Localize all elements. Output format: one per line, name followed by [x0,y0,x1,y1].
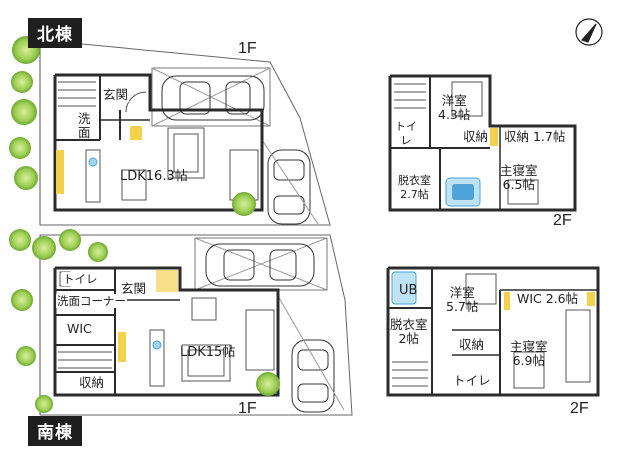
stair-icon [394,83,426,109]
room-shuno: 収納 [78,375,106,390]
stair-icon [58,81,96,107]
room-wic: WIC [66,321,93,336]
stair-icon [58,351,112,369]
room-senmen-corner: 洗面コーナー [56,294,127,308]
room-ldk: LDK15帖 [180,345,236,360]
storage-highlight [490,128,498,146]
south-2f-label: 2F [570,400,589,417]
car-icon [267,149,311,225]
room-shuno: 収納 [458,337,486,352]
room-datsui: 脱衣室 2.7帖 [398,174,431,201]
south-1f-label: 1F [238,400,257,417]
room-ub: UB [399,283,418,298]
south-1f-walls [53,266,280,397]
room-genkan: 玄関 [102,87,130,102]
south-block-tag: 南棟 [28,416,82,446]
room-shuno: 収納 [462,129,490,144]
stair-icon [392,361,428,387]
room-toilet: トイレ [62,272,99,286]
room-shushin: 主寝室 6.9帖 [510,339,548,368]
room-senmen: 洗 面 [78,111,91,140]
north-2f-walls [388,74,577,212]
room-youshitsu: 洋室 4.3帖 [438,93,471,122]
room-toilet: トイレ [452,373,492,388]
room-datsui: 脱衣室 2帖 [390,317,428,346]
south-2f-walls [386,266,600,397]
room-toilet: トイ レ [395,120,417,147]
tree-icon [9,36,256,216]
storage-highlight [118,270,178,362]
room-youshitsu: 洋室 5.7帖 [446,285,479,314]
north-block-tag: 北棟 [28,18,82,48]
storage-highlight [504,292,595,310]
room-wic: WIC 2.6帖 [516,291,580,306]
north-2f-label: 2F [553,212,572,229]
car-icon [161,75,265,121]
car-icon [205,243,315,287]
north-1f-walls [53,73,264,212]
room-shuno-large: 収納 1.7帖 [503,129,567,144]
north-1f-plan [39,39,331,226]
north-1f-label: 1F [238,40,257,57]
room-ldk: LDK16.3帖 [120,169,188,184]
south-1f-plan [39,234,353,416]
tree-icon [9,229,280,413]
room-shushin: 主寝室 6.5帖 [500,163,538,192]
north-arrow-icon [575,18,603,46]
room-genkan: 玄関 [120,281,148,296]
storage-highlight [56,126,142,194]
car-icon [291,339,335,413]
